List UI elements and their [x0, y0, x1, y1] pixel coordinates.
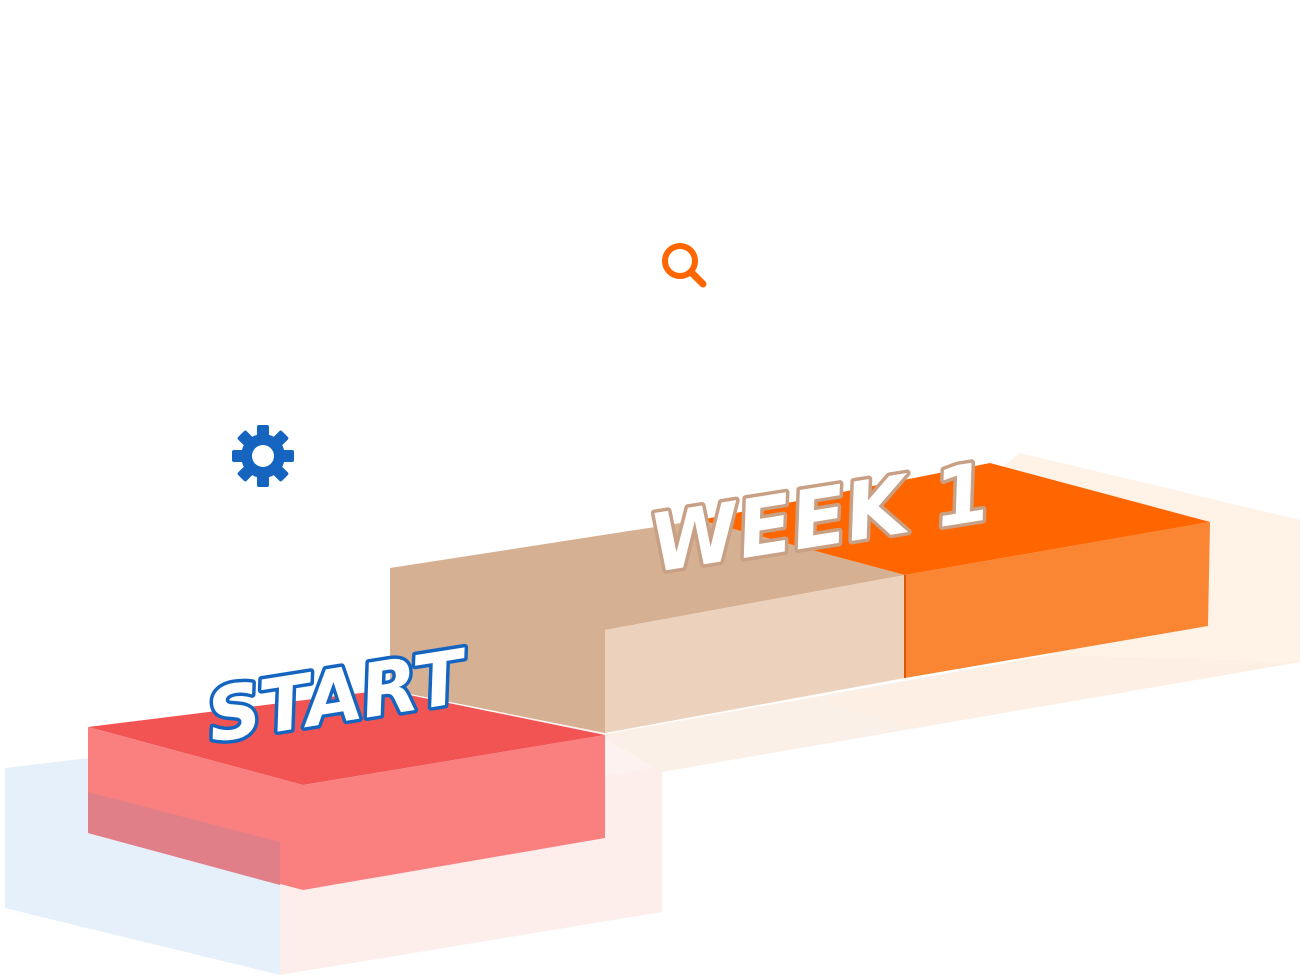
step-week1-block	[390, 520, 905, 733]
step-start-top	[88, 690, 605, 785]
ghost-slab-peach-bottom	[820, 655, 1300, 728]
step-start-left-shade	[88, 792, 280, 885]
step-start-block	[88, 690, 605, 890]
gear-icon	[232, 425, 294, 487]
step-week2-front	[905, 522, 1210, 678]
step-week2-top	[700, 463, 1210, 575]
step-week1-top	[390, 520, 905, 733]
magnifier-icon	[662, 243, 707, 288]
step-start-front	[303, 735, 605, 890]
step-week1-front	[605, 575, 905, 733]
step-week2-block	[700, 463, 1210, 678]
